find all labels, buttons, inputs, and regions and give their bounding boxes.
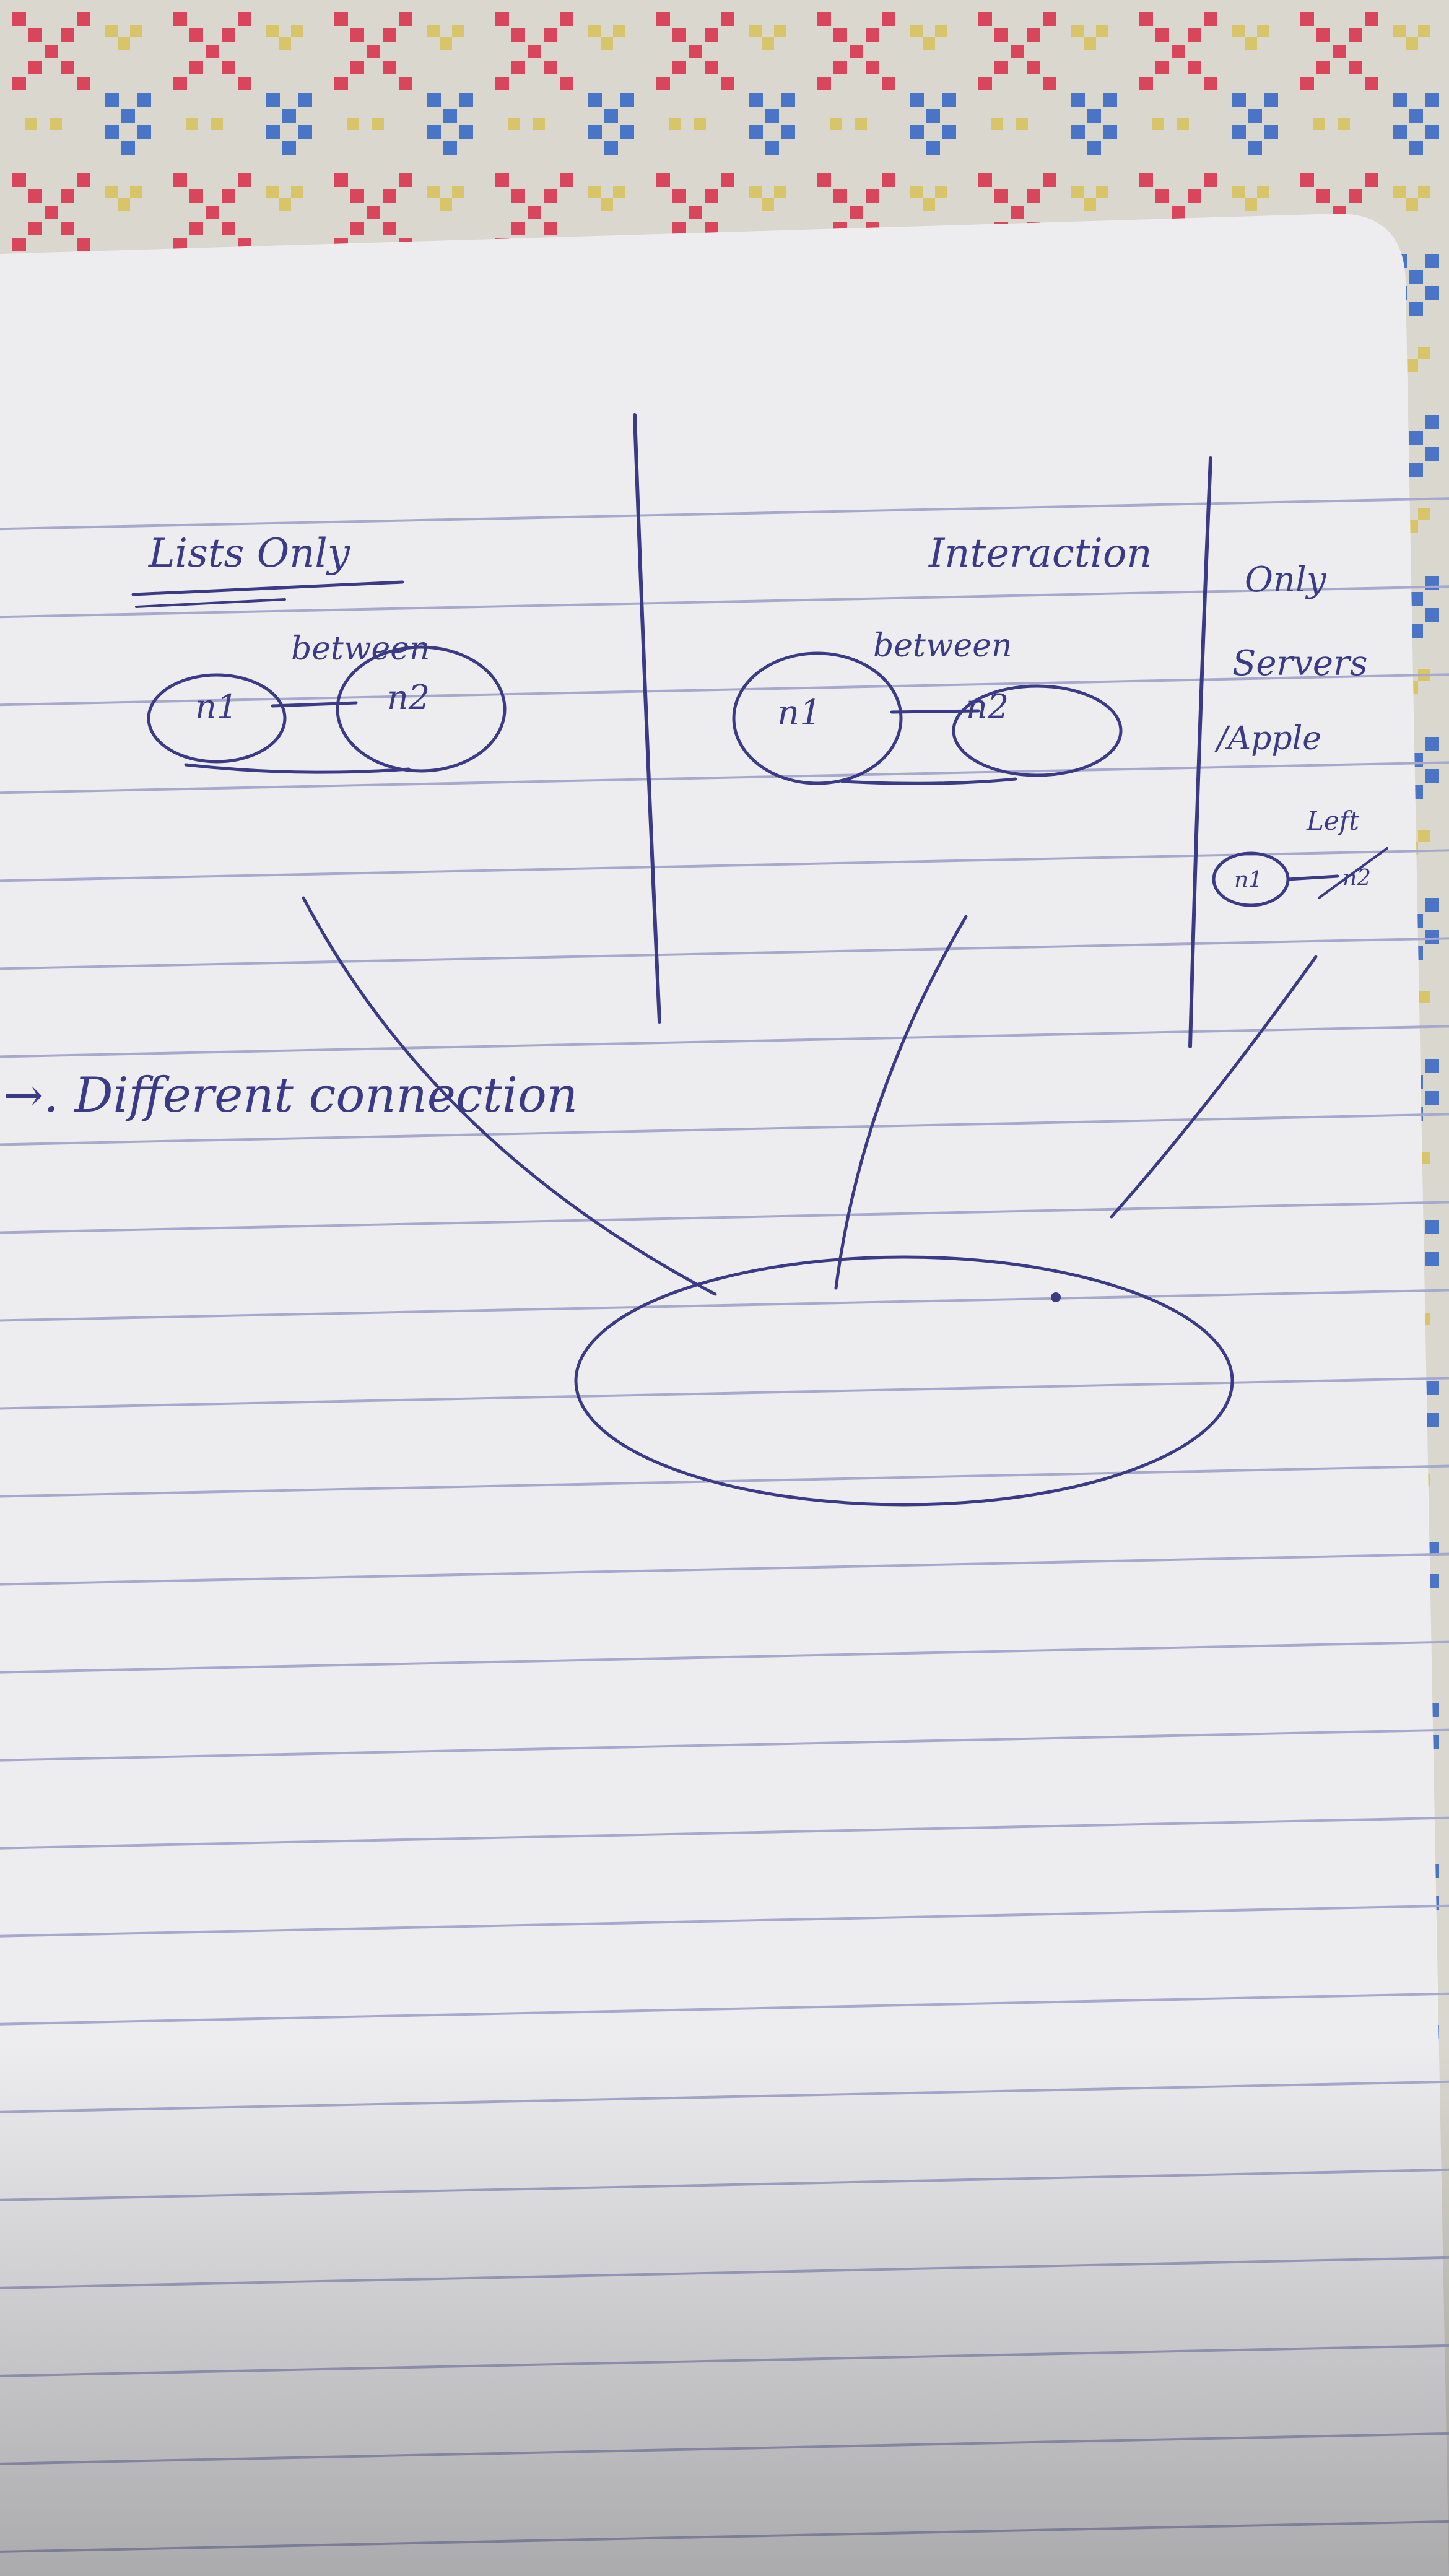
- column-servers-apple: Only Servers /Apple Left n1 n2: [1212, 560, 1388, 907]
- connector-curve-middle: [834, 915, 968, 1290]
- col3-node1-label: n1: [1234, 868, 1263, 893]
- column-interaction: Interaction between n1 n2: [732, 531, 1152, 785]
- column-divider-1: [633, 413, 661, 1024]
- col1-node2-circle: [336, 645, 507, 773]
- notebook-page: [0, 214, 1449, 2576]
- col1-node1-label: n1: [195, 687, 238, 726]
- col3-relation-label: Left: [1306, 806, 1359, 836]
- connector-curve-left: [302, 896, 717, 1296]
- col2-node2-label: n2: [966, 687, 1009, 726]
- connector-curve-right: [1110, 955, 1318, 1219]
- col2-relation-label: between: [873, 627, 1012, 664]
- column-lists-only: Lists Only between n1 n2: [131, 531, 507, 774]
- col1-node2-label: n2: [387, 678, 430, 717]
- col1-title: Lists Only: [148, 531, 350, 577]
- column-divider-2: [1188, 456, 1212, 1048]
- col2-node1-circle: [732, 651, 903, 785]
- col2-node2-circle: [952, 684, 1123, 777]
- col1-node1-circle: [147, 673, 287, 764]
- different-connection-note: →. Different connection: [3, 1068, 578, 1123]
- col3-line2: Servers: [1232, 643, 1368, 684]
- col2-node1-label: n1: [777, 693, 822, 733]
- combined-ellipse: [574, 1255, 1234, 1507]
- col2-title: Interaction: [928, 531, 1152, 577]
- col3-line1: Only: [1245, 560, 1327, 600]
- col3-line3: /Apple: [1214, 720, 1321, 757]
- col3-node2-label: n2: [1342, 866, 1371, 891]
